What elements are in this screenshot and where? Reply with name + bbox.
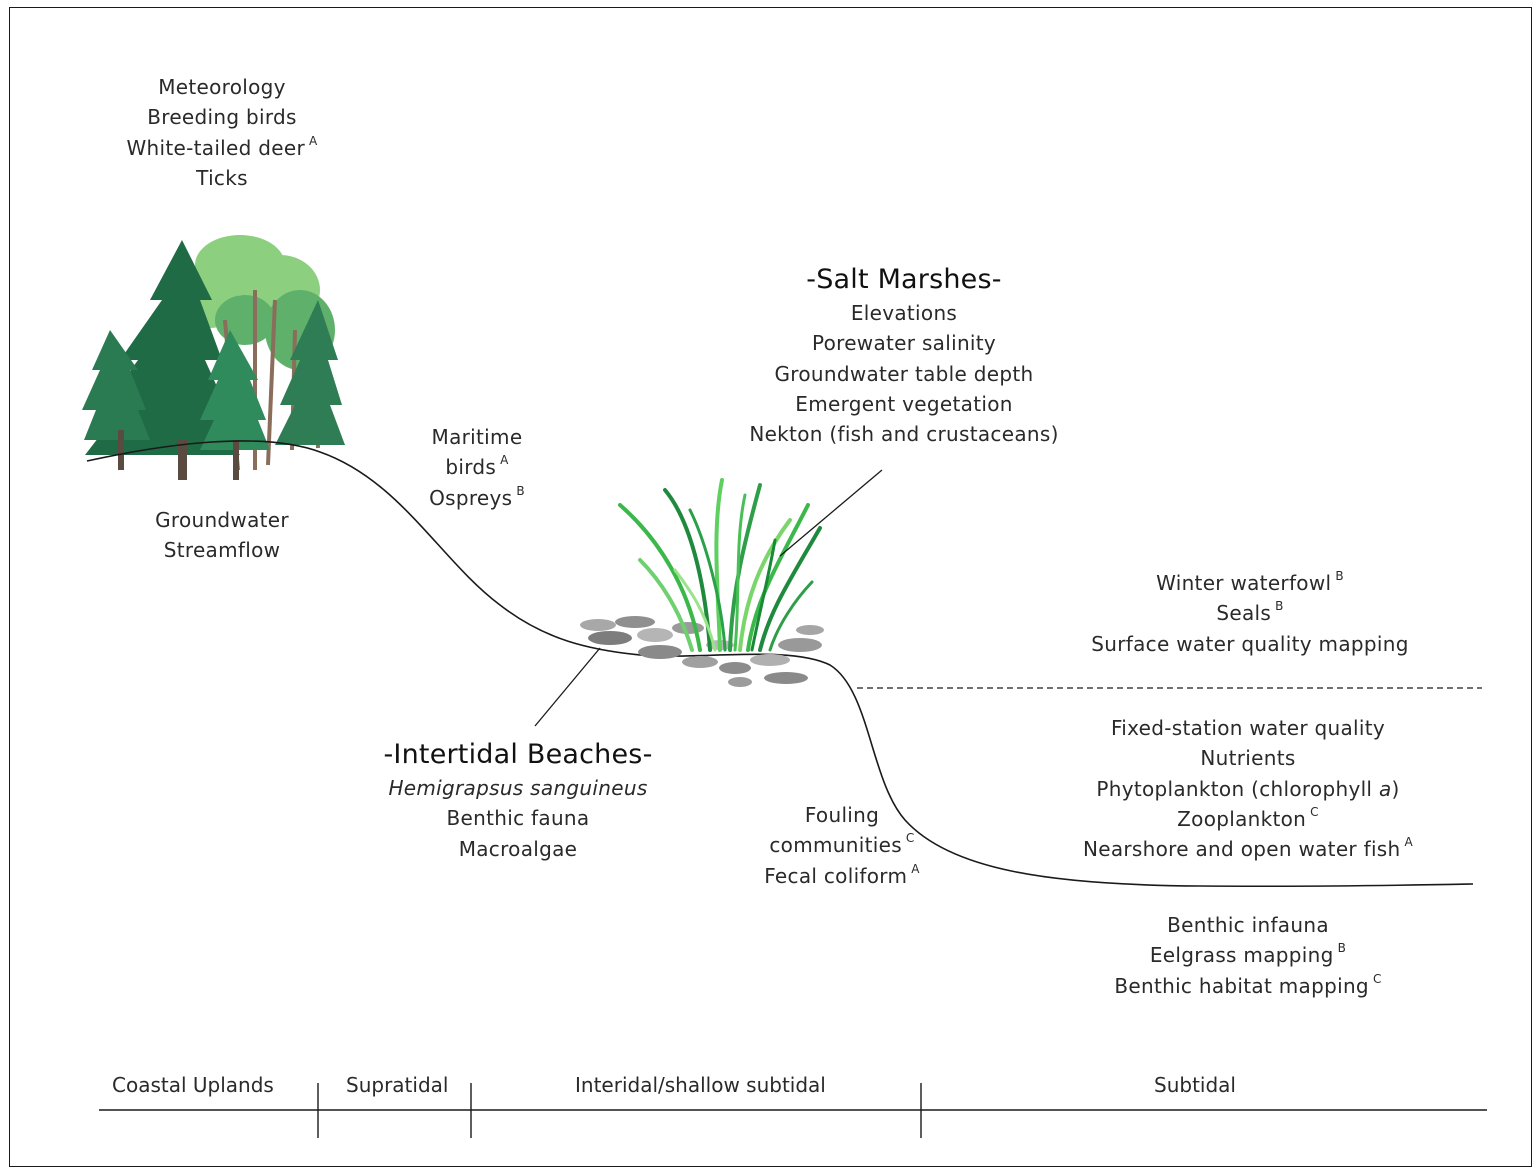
grass-tuft-icon	[618, 478, 822, 652]
list-item: Surface water quality mapping	[1091, 631, 1409, 656]
water-column-list: Fixed-station water quality Nutrients Ph…	[1068, 713, 1428, 864]
pebbles-icon	[580, 616, 824, 687]
list-item: Maritime	[431, 425, 523, 449]
salt-marshes-block: -Salt Marshes- Elevations Porewater sali…	[730, 262, 1078, 449]
salt-marsh-leader	[779, 469, 883, 557]
beach-leader	[534, 647, 601, 727]
list-item: Meteorology	[158, 75, 286, 99]
salt-marshes-title: -Salt Marshes-	[806, 264, 1002, 295]
list-item: Nekton (fish and crustaceans)	[749, 422, 1059, 447]
list-item: Benthic fauna	[446, 806, 590, 831]
list-item: Fixed-station water quality	[1110, 716, 1386, 740]
list-item: Nutrients	[1200, 746, 1296, 771]
uplands-bottom-list: Groundwater Streamflow	[102, 505, 342, 566]
intertidal-beaches-block: -Intertidal Beaches- Hemigrapsus sanguin…	[368, 737, 668, 864]
list-item: Ticks	[196, 165, 248, 190]
list-item: Elevations	[850, 301, 958, 325]
list-item: Groundwater table depth	[774, 361, 1034, 386]
tree-cluster-icon	[82, 235, 345, 480]
list-item: Groundwater	[155, 508, 289, 532]
zone-intertidal: Interidal/shallow subtidal	[575, 1073, 826, 1097]
list-item: Macroalgae	[458, 836, 578, 861]
list-item: Emergent vegetation	[795, 391, 1013, 416]
list-item: Benthic infauna	[1167, 913, 1329, 937]
list-item: Porewater salinity	[811, 331, 997, 356]
zone-subtidal: Subtidal	[1154, 1073, 1236, 1097]
species-name: Hemigrapsus sanguineus	[388, 776, 648, 800]
intertidal-beaches-title: -Intertidal Beaches-	[383, 739, 653, 770]
zone-axis	[99, 1083, 1487, 1138]
list-item: Fouling	[804, 803, 880, 827]
uplands-top-list: Meteorology Breeding birds White-tailed …	[82, 72, 362, 193]
zone-supratidal: Supratidal	[346, 1073, 449, 1097]
list-item: Breeding birds	[147, 105, 297, 130]
list-item: Streamflow	[163, 538, 281, 563]
list-item: Phytoplankton (chlorophyll a)	[1096, 776, 1400, 801]
zone-coastal-uplands: Coastal Uplands	[112, 1073, 274, 1097]
